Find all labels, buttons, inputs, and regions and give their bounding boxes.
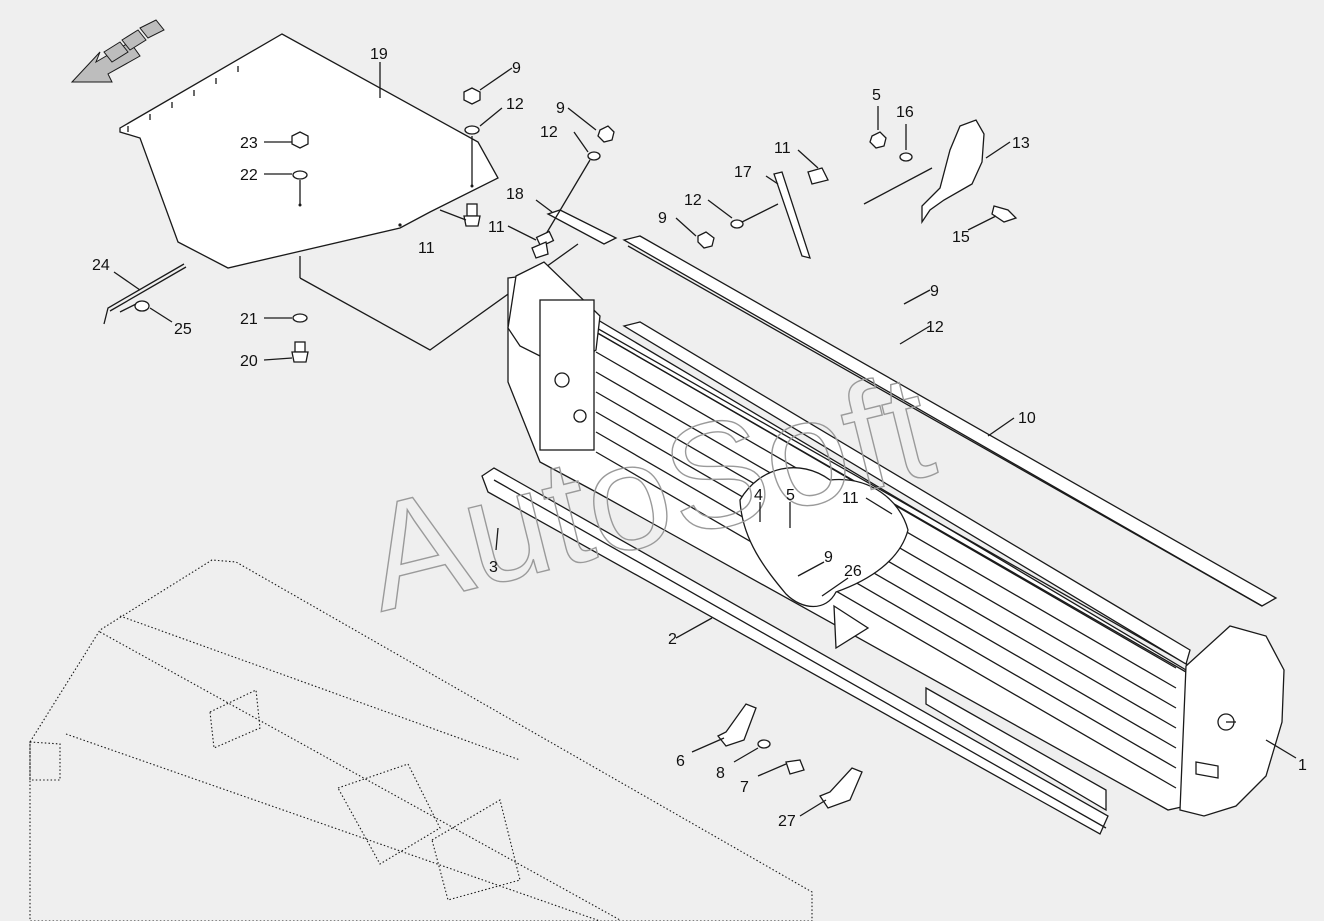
- callout-9-d: 9: [930, 283, 939, 300]
- callout-13: 13: [1012, 135, 1030, 152]
- callout-1: 1: [1298, 757, 1307, 774]
- base-frame-dotted: [29, 559, 813, 921]
- blade-17: [697, 167, 829, 259]
- callout-22: 22: [240, 167, 258, 184]
- bolt-group-18: [531, 125, 615, 259]
- callout-2: 2: [668, 631, 677, 648]
- callout-26: 26: [844, 563, 862, 580]
- callout-11-c: 11: [774, 140, 791, 157]
- direction-arrow-icon: [70, 19, 165, 83]
- bracket-27: [819, 767, 863, 809]
- callout-12-b: 12: [540, 124, 558, 141]
- hex-key-24: [103, 263, 187, 325]
- callout-9-a: 9: [512, 60, 521, 77]
- cover-plate-19: [119, 33, 579, 351]
- callout-11-d: 11: [842, 490, 859, 507]
- callout-3: 3: [489, 559, 498, 576]
- hardware-stack-19: [291, 131, 309, 363]
- callout-21: 21: [240, 311, 258, 328]
- callout-12-c: 12: [684, 192, 702, 209]
- callout-4: 4: [754, 487, 763, 504]
- callout-19: 19: [370, 46, 388, 63]
- bracket-13: [863, 119, 1018, 225]
- leader-lines: [113, 62, 1297, 817]
- callout-12-a: 12: [506, 96, 524, 113]
- callout-9-b: 9: [556, 100, 565, 117]
- callout-5-upper: 5: [872, 87, 881, 104]
- callout-16: 16: [896, 104, 914, 121]
- strip-2: [481, 467, 1109, 835]
- detail-callout: [739, 467, 909, 607]
- strip-10: [622, 235, 1278, 607]
- pin-25: [119, 300, 150, 313]
- callout-12-d: 12: [926, 319, 944, 336]
- callout-23: 23: [240, 135, 258, 152]
- callout-18: 18: [506, 186, 524, 203]
- callout-10: 10: [1018, 410, 1036, 427]
- bracket-6: [716, 703, 805, 775]
- hardware-stack-center: [463, 87, 481, 227]
- callout-6: 6: [676, 753, 685, 770]
- callout-17: 17: [734, 164, 752, 181]
- callout-11-a: 11: [418, 240, 435, 257]
- callout-24: 24: [92, 257, 110, 274]
- callout-25: 25: [174, 321, 192, 338]
- callout-15: 15: [952, 229, 970, 246]
- callout-8: 8: [716, 765, 725, 782]
- callout-20: 20: [240, 353, 258, 370]
- callout-5-lower: 5: [786, 487, 795, 504]
- callout-9-e: 9: [824, 549, 833, 566]
- callout-labels: 1 2 3 4 5 5 6 7 8 9 9 9 9 9 10 11 11 11 …: [92, 46, 1307, 830]
- callout-27: 27: [778, 813, 796, 830]
- callout-11-b: 11: [488, 219, 505, 236]
- callout-9-c: 9: [658, 210, 667, 227]
- callout-7: 7: [740, 779, 749, 796]
- strip-18: [546, 209, 618, 245]
